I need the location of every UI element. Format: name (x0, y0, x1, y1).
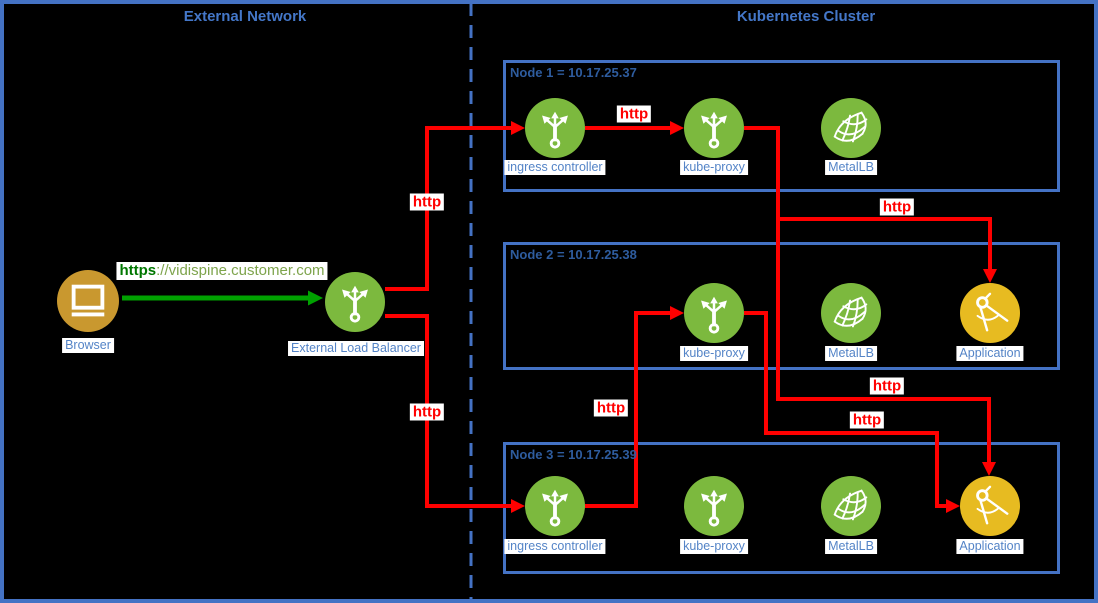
node1-ingress-controller-label: ingress controller (504, 160, 606, 175)
node1-title: Node 1 = 10.17.25.37 (510, 65, 637, 80)
node3-kube-proxy-node (684, 476, 744, 536)
node2-kube-proxy-label: kube-proxy (680, 346, 748, 361)
net-icon (833, 296, 868, 328)
http-label-node3-to-node2: http (593, 399, 629, 417)
node3-metallb-node (821, 476, 881, 536)
compass-icon (976, 485, 1009, 525)
node2-title: Node 2 = 10.17.25.38 (510, 247, 637, 262)
http-label-to-node2-app: http (879, 198, 915, 216)
http-label-node1-internal: http (616, 105, 652, 123)
node2-application-label: Application (956, 346, 1024, 361)
external-load-balancer-label: External Load Balancer (288, 341, 424, 356)
branch-arrows-icon (540, 487, 570, 528)
http-label-to-node3-app-top: http (869, 377, 905, 395)
external-network-title: External Network (183, 8, 307, 25)
node3-application-label: Application (956, 539, 1024, 554)
node2-kube-proxy-node (684, 283, 744, 343)
net-icon (833, 489, 868, 521)
http-label-elb-node1: http (409, 193, 445, 211)
branch-arrows-icon (340, 283, 370, 324)
branch-arrows-icon (540, 109, 570, 150)
node1-kube-proxy-label: kube-proxy (680, 160, 748, 175)
node2-box (503, 242, 1060, 370)
node2-kubeproxy-to-node3-app-arrow (744, 311, 960, 513)
compass-icon (976, 292, 1009, 332)
node3-ingress-to-node2-kubeproxy-arrow (585, 306, 684, 508)
elb-to-node1-ingress-arrow (385, 121, 525, 291)
browser-node (57, 270, 119, 332)
branch-arrows-icon (699, 109, 729, 150)
node3-ingress-controller-label: ingress controller (504, 539, 606, 554)
node1-ingress-controller-node (525, 98, 585, 158)
url-host: ://vidispine.customer.com (156, 262, 325, 279)
node1-kube-proxy-node (684, 98, 744, 158)
branch-arrows-icon (699, 487, 729, 528)
node3-kube-proxy-label: kube-proxy (680, 539, 748, 554)
node2-application-node (960, 283, 1020, 343)
node3-title: Node 3 = 10.17.25.39 (510, 447, 637, 462)
external-load-balancer-node (325, 272, 385, 332)
http-label-elb-node3: http (409, 403, 445, 421)
monitor-icon (69, 284, 107, 317)
node1-metallb-node (821, 98, 881, 158)
kubernetes-cluster-title: Kubernetes Cluster (736, 8, 876, 25)
node2-metallb-node (821, 283, 881, 343)
node3-application-node (960, 476, 1020, 536)
http-label-to-node3-app-left: http (849, 411, 885, 429)
branch-arrows-icon (699, 294, 729, 335)
node1-kubeproxy-to-node2-app-arrow (778, 217, 997, 283)
net-icon (833, 111, 868, 143)
url-scheme: https (119, 262, 157, 279)
node3-ingress-controller-node (525, 476, 585, 536)
node1-kubeproxy-to-node3-app-arrow (744, 126, 996, 476)
browser-label: Browser (62, 338, 114, 353)
https-url-label: https://vidispine.customer.com (116, 262, 328, 280)
node3-metallb-label: MetalLB (825, 539, 877, 554)
node1-metallb-label: MetalLB (825, 160, 877, 175)
node2-metallb-label: MetalLB (825, 346, 877, 361)
